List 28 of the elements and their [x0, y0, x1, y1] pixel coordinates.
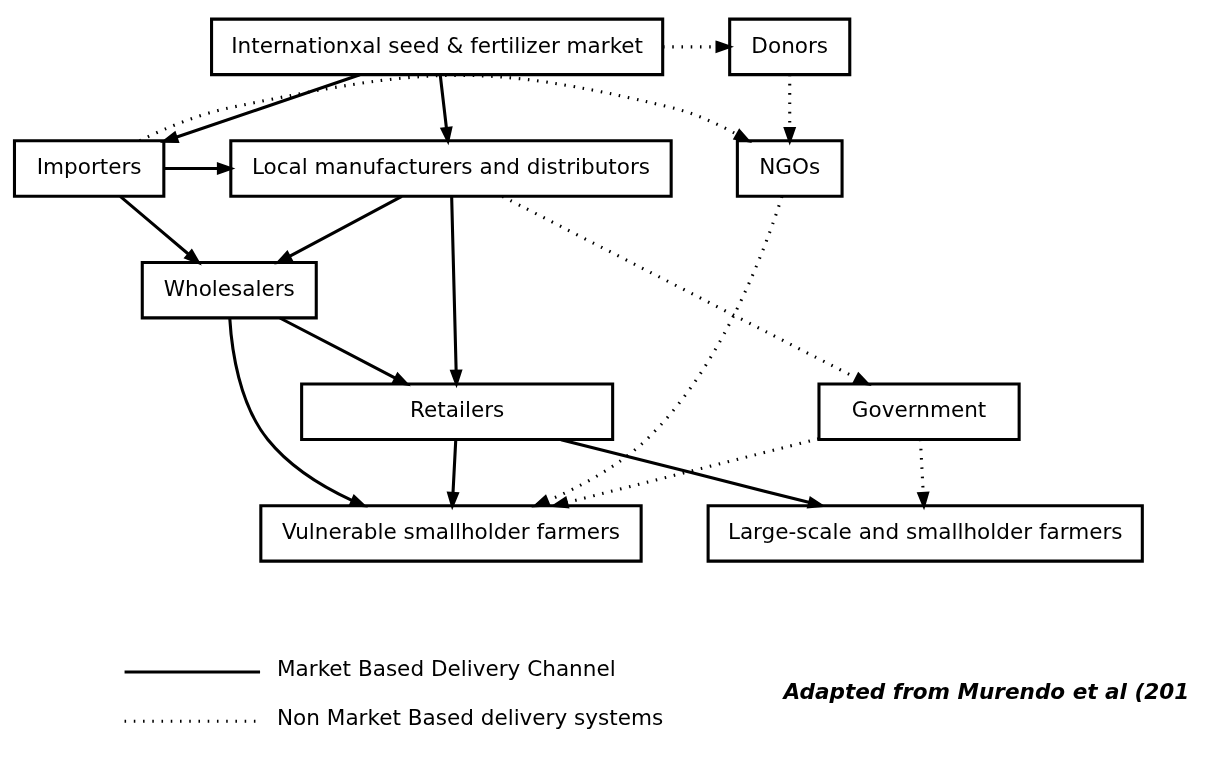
legend-label: Market Based Delivery Channel	[277, 656, 616, 682]
arrow	[164, 162, 236, 175]
node-box: Government	[817, 382, 1021, 442]
arrow	[446, 439, 460, 511]
arrow	[159, 73, 361, 143]
node-box: Vulnerable smallholder farmers	[259, 504, 643, 563]
legend-label: Non Market Based delivery systems	[277, 705, 664, 731]
arrow	[449, 196, 463, 389]
arrow	[274, 195, 403, 265]
node-box: NGOs	[735, 139, 844, 198]
label: Adapted from Murendo et al (201	[783, 679, 1190, 705]
node-box: Internationxal seed & fertilizer market	[210, 17, 665, 77]
arrow	[139, 73, 753, 144]
arrow	[119, 195, 202, 266]
arrow	[663, 40, 734, 54]
node-box: Local manufacturers and distributors	[229, 139, 673, 198]
arrow	[279, 316, 411, 387]
arrow	[438, 74, 453, 146]
arrow	[783, 74, 797, 146]
node-box: Wholesalers	[140, 260, 318, 320]
node-box: Retailers	[300, 382, 615, 442]
arrow	[531, 196, 784, 508]
node-box: Donors	[728, 17, 852, 77]
arrow	[228, 317, 368, 508]
node-box: Large-scale and smallholder farmers	[706, 504, 1144, 563]
arrow	[916, 439, 930, 511]
arrow	[501, 195, 872, 386]
node-box: Importers	[12, 139, 166, 198]
